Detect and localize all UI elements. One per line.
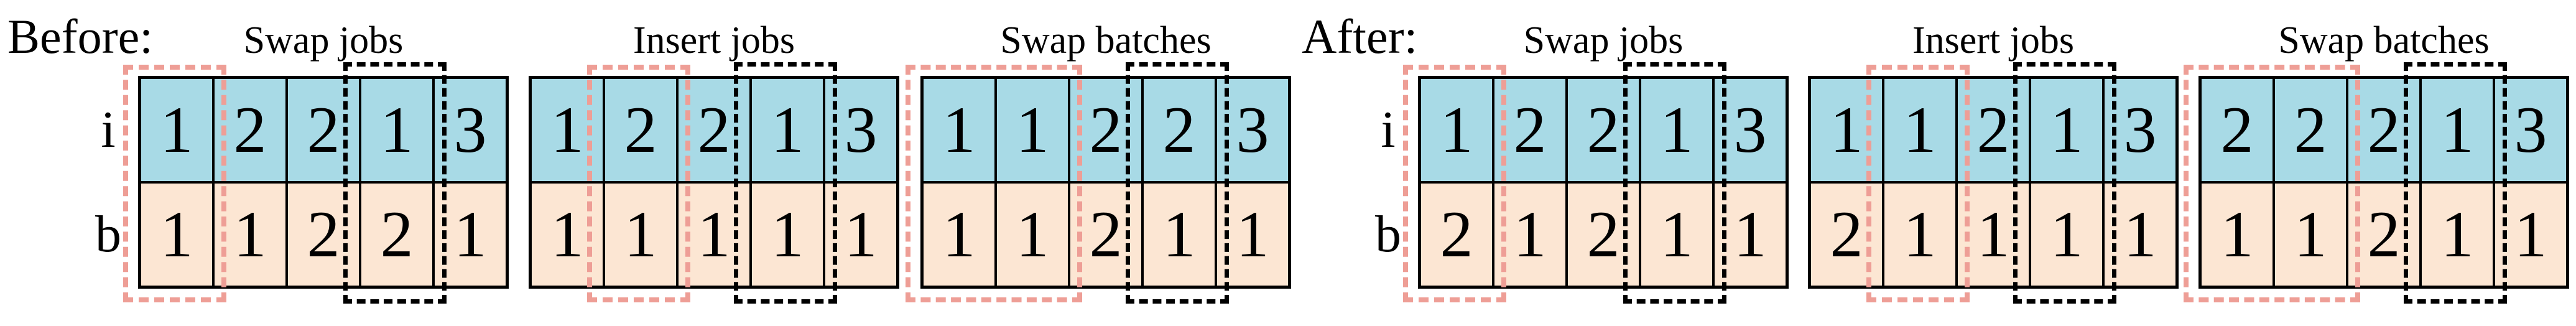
job-cell-batch: 1: [1883, 182, 1957, 287]
job-cell-batch: 1: [2421, 182, 2494, 287]
table-title: Swap jobs: [1523, 19, 1684, 62]
job-cell-stage: 1: [751, 78, 824, 182]
job-cell-stage: 1: [1420, 78, 1493, 182]
job-cell-stage: 2: [2200, 78, 2274, 182]
job-cell-batch: 1: [2274, 182, 2347, 287]
job-cell-batch: 1: [1957, 182, 2030, 287]
row-label-b: b: [1375, 205, 1401, 263]
job-cell-batch: 2: [1810, 182, 1883, 287]
job-cell-batch: 1: [996, 182, 1069, 287]
table-title: Swap batches: [2278, 19, 2490, 62]
table-title: Insert jobs: [1912, 19, 2075, 62]
job-cell-batch: 1: [1216, 182, 1289, 287]
job-cell-stage: 3: [433, 78, 507, 182]
job-cell-batch: 2: [2347, 182, 2421, 287]
section-label: After:: [1302, 9, 1418, 63]
job-cell-batch: 1: [751, 182, 824, 287]
job-cell-stage: 2: [604, 78, 677, 182]
job-cell-batch: 1: [2103, 182, 2177, 287]
section-label: Before:: [7, 9, 153, 63]
job-cell-batch: 1: [922, 182, 996, 287]
job-cell-batch: 1: [213, 182, 287, 287]
job-cell-batch: 1: [433, 182, 507, 287]
job-cell-stage: 1: [996, 78, 1069, 182]
job-cell-batch: 1: [530, 182, 604, 287]
job-cell-stage: 1: [360, 78, 433, 182]
row-label-i: i: [101, 101, 116, 159]
job-cell-stage: 2: [1069, 78, 1142, 182]
table-title: Swap batches: [1000, 19, 1212, 62]
job-cell-batch: 1: [140, 182, 213, 287]
job-cell-batch: 1: [1713, 182, 1787, 287]
job-cell-stage: 2: [2274, 78, 2347, 182]
table-title: Insert jobs: [632, 19, 795, 62]
job-cell-batch: 1: [2200, 182, 2274, 287]
job-cell-stage: 1: [922, 78, 996, 182]
job-cell-batch: 2: [287, 182, 360, 287]
job-cell-batch: 1: [604, 182, 677, 287]
job-cell-stage: 1: [1640, 78, 1713, 182]
job-cell-stage: 3: [824, 78, 897, 182]
job-cell-stage: 2: [1493, 78, 1567, 182]
row-label-b: b: [95, 205, 121, 263]
job-cell-batch: 1: [2494, 182, 2567, 287]
job-cell-stage: 2: [1957, 78, 2030, 182]
job-cell-stage: 1: [1810, 78, 1883, 182]
job-cell-stage: 2: [677, 78, 751, 182]
row-label-i: i: [1381, 101, 1396, 159]
job-cell-batch: 1: [824, 182, 897, 287]
job-cell-stage: 1: [1883, 78, 1957, 182]
job-cell-stage: 1: [140, 78, 213, 182]
job-cell-batch: 2: [360, 182, 433, 287]
job-cell-batch: 1: [677, 182, 751, 287]
job-cell-stage: 3: [2494, 78, 2567, 182]
job-cell-batch: 2: [1420, 182, 1493, 287]
job-cell-stage: 1: [530, 78, 604, 182]
job-cell-batch: 1: [1493, 182, 1567, 287]
table-title: Swap jobs: [243, 19, 404, 62]
job-cell-batch: 1: [2030, 182, 2103, 287]
job-cell-stage: 2: [2347, 78, 2421, 182]
job-cell-stage: 3: [1216, 78, 1289, 182]
job-cell-batch: 2: [1567, 182, 1640, 287]
job-cell-stage: 1: [2030, 78, 2103, 182]
job-cell-stage: 2: [1142, 78, 1216, 182]
job-cell-batch: 1: [1640, 182, 1713, 287]
job-cell-batch: 2: [1069, 182, 1142, 287]
job-cell-stage: 3: [2103, 78, 2177, 182]
job-cell-stage: 2: [287, 78, 360, 182]
job-cell-stage: 2: [1567, 78, 1640, 182]
job-cell-stage: 1: [2421, 78, 2494, 182]
job-cell-stage: 3: [1713, 78, 1787, 182]
job-cell-batch: 1: [1142, 182, 1216, 287]
job-cell-stage: 2: [213, 78, 287, 182]
